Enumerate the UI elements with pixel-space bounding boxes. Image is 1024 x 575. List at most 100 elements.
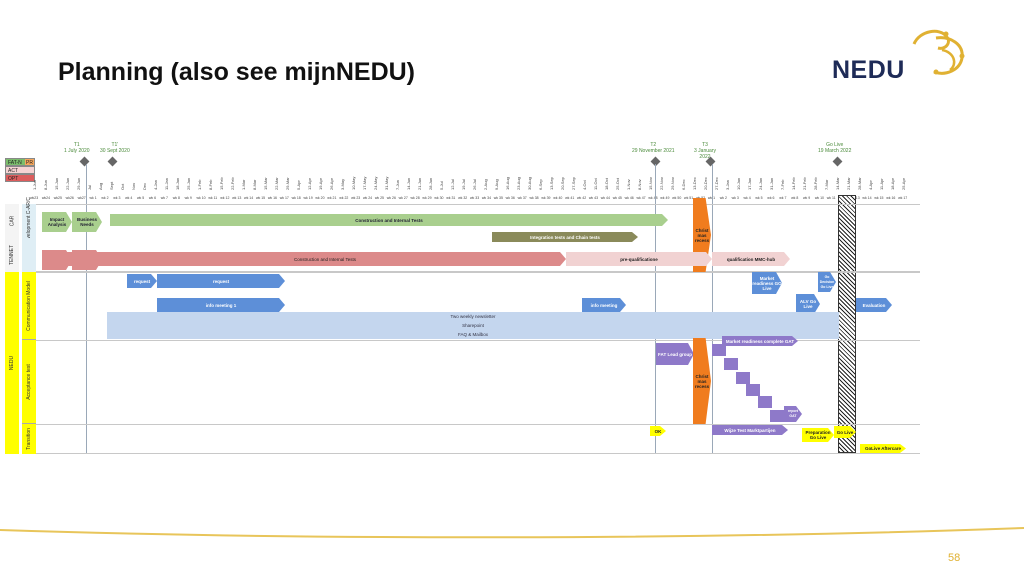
date-label: 21-Jun <box>417 177 422 190</box>
milestone-t1b: T1' 30 Sept 2020 <box>100 142 130 154</box>
legend-act: ACT <box>5 166 35 174</box>
week-label: wk 20 <box>315 196 325 200</box>
date-label: 1-Mar <box>241 179 246 190</box>
week-label: wk 41 <box>565 196 575 200</box>
date-label: Dec <box>142 182 147 190</box>
week-label: wk 19 <box>303 196 313 200</box>
week-label: wk 8 <box>791 196 799 200</box>
gantt-board: T1 1 July 2020 T1' 30 Sept 2020 T2 29 No… <box>0 138 920 456</box>
sidebar-car: CAR <box>5 204 19 238</box>
week-label: wk 31 <box>446 196 456 200</box>
week-label: wk 17 <box>279 196 289 200</box>
week-label: wk 29 <box>422 196 432 200</box>
week-label: wk 40 <box>553 196 563 200</box>
week-label: wk24 <box>41 196 51 200</box>
date-label: 14-Mar <box>835 177 840 190</box>
date-label: Nov <box>131 182 136 190</box>
date-label: 14-Jun <box>406 177 411 190</box>
milestone-golive: Go Live 19 March 2022 <box>818 142 852 154</box>
date-label: 22-Nov <box>659 177 664 190</box>
bar-ok: OK <box>650 426 666 436</box>
date-label: 5-Apr <box>296 180 301 190</box>
date-label: 15-Nov <box>648 177 653 190</box>
week-label: wk 1 <box>707 196 716 200</box>
date-label: 1-Feb <box>197 179 202 190</box>
nedu-logo: NEDU <box>832 26 972 88</box>
date-label: 3-May <box>340 178 345 190</box>
week-label: wk 11 <box>208 196 218 200</box>
date-label: 15-Feb <box>219 177 224 190</box>
week-label: wk 13 <box>232 196 242 200</box>
date-label: 25-Oct <box>615 177 620 190</box>
sidebar-nedu: NEDU <box>5 272 19 454</box>
date-label: 11-Oct <box>593 178 598 190</box>
date-label: 18-Oct <box>604 177 609 190</box>
legend-fatn: FAT-N <box>8 160 22 166</box>
date-label: 24-May <box>373 176 378 190</box>
week-label: wk 30 <box>434 196 444 200</box>
week-label: wk 7 <box>779 196 787 200</box>
bar-request-2: request <box>157 274 285 288</box>
legend-opt: OPT <box>5 174 35 182</box>
bar-faq: FAQ & Mailbox <box>107 330 839 339</box>
week-label: wk 36 <box>505 196 515 200</box>
week-label: wk 2 <box>719 196 727 200</box>
bar-business-needs-car: Business Needs <box>72 212 102 232</box>
week-label: wk 2 <box>101 196 109 200</box>
date-label: 19-Apr <box>318 177 323 190</box>
date-label: 4-Apr <box>868 180 873 190</box>
week-label: wk 42 <box>577 196 587 200</box>
date-label: 28-Feb <box>813 177 818 190</box>
bar-fat-lead-group: FAT Lead group <box>656 343 694 365</box>
week-label: wk 25 <box>374 196 385 200</box>
bar-golive-aftercare: GoLive Aftercare <box>860 444 906 453</box>
week-label: wk 46 <box>624 196 634 200</box>
bar-alv-golive: ALV Go Live <box>796 294 820 314</box>
week-label: wk 44 <box>600 196 610 200</box>
date-label: 19-Jul <box>461 179 466 190</box>
date-label: 11-Apr <box>879 178 884 190</box>
week-label: wk 37 <box>517 196 527 200</box>
week-label: wk 17 <box>898 196 908 200</box>
date-label: Sept <box>109 181 114 190</box>
bar-wijzer-test: Wijze Test Marktpartijen <box>712 425 788 435</box>
footer-wave <box>0 527 1024 539</box>
page-title: Planning (also see mijnNEDU) <box>58 58 416 86</box>
bar-prequalification: pre-qualificatione <box>566 252 712 266</box>
date-label: 31-Jan <box>769 177 774 190</box>
legend-pr: PR <box>25 159 34 166</box>
week-label: wk 6 <box>767 196 775 200</box>
bar-golive: Go Live <box>834 426 856 438</box>
date-label: 25-Apr <box>901 177 906 190</box>
date-label: 11-Jan <box>164 178 169 190</box>
week-label: wk 35 <box>493 196 503 200</box>
week-label: wk25 <box>53 196 62 200</box>
week-label: wk26 <box>65 196 74 200</box>
sidebar-comm: Communication Model <box>22 272 36 340</box>
date-label: 17-May <box>362 176 367 190</box>
week-label: wk 23 <box>351 196 361 200</box>
bar-info-meeting-1: info meeting 1 <box>157 298 285 312</box>
milestone-t1: T1 1 July 2020 <box>64 142 90 154</box>
date-label: 28-Mar <box>857 177 862 190</box>
bar-sharepoint: Sharepoint <box>107 321 839 330</box>
bar-construction-tennet: Construction and Internal Tests <box>294 256 356 262</box>
week-label: wk 5 <box>755 196 763 200</box>
milestone-t3: T3 3 January 2022 <box>694 142 716 160</box>
date-label: 4-Jan <box>153 179 158 190</box>
date-label: 24-Jan <box>758 177 763 190</box>
week-label: wk 10 <box>196 196 206 200</box>
week-label: wk 43 <box>588 196 599 200</box>
week-label: wk27 <box>77 196 86 200</box>
date-label: 21-Mar <box>846 177 851 190</box>
sidebar-dev: Development C-AR/C <box>22 197 36 245</box>
lane-development <box>22 204 920 272</box>
milestone-golive-diamond <box>832 156 843 167</box>
week-label: wk 3 <box>113 196 121 200</box>
week-label: wk 15 <box>255 196 266 200</box>
week-label: wk 12 <box>220 196 230 200</box>
date-label: 29-Jun <box>76 177 81 190</box>
week-label: wk 45 <box>612 196 622 200</box>
date-label: 23-Aug <box>516 177 521 190</box>
